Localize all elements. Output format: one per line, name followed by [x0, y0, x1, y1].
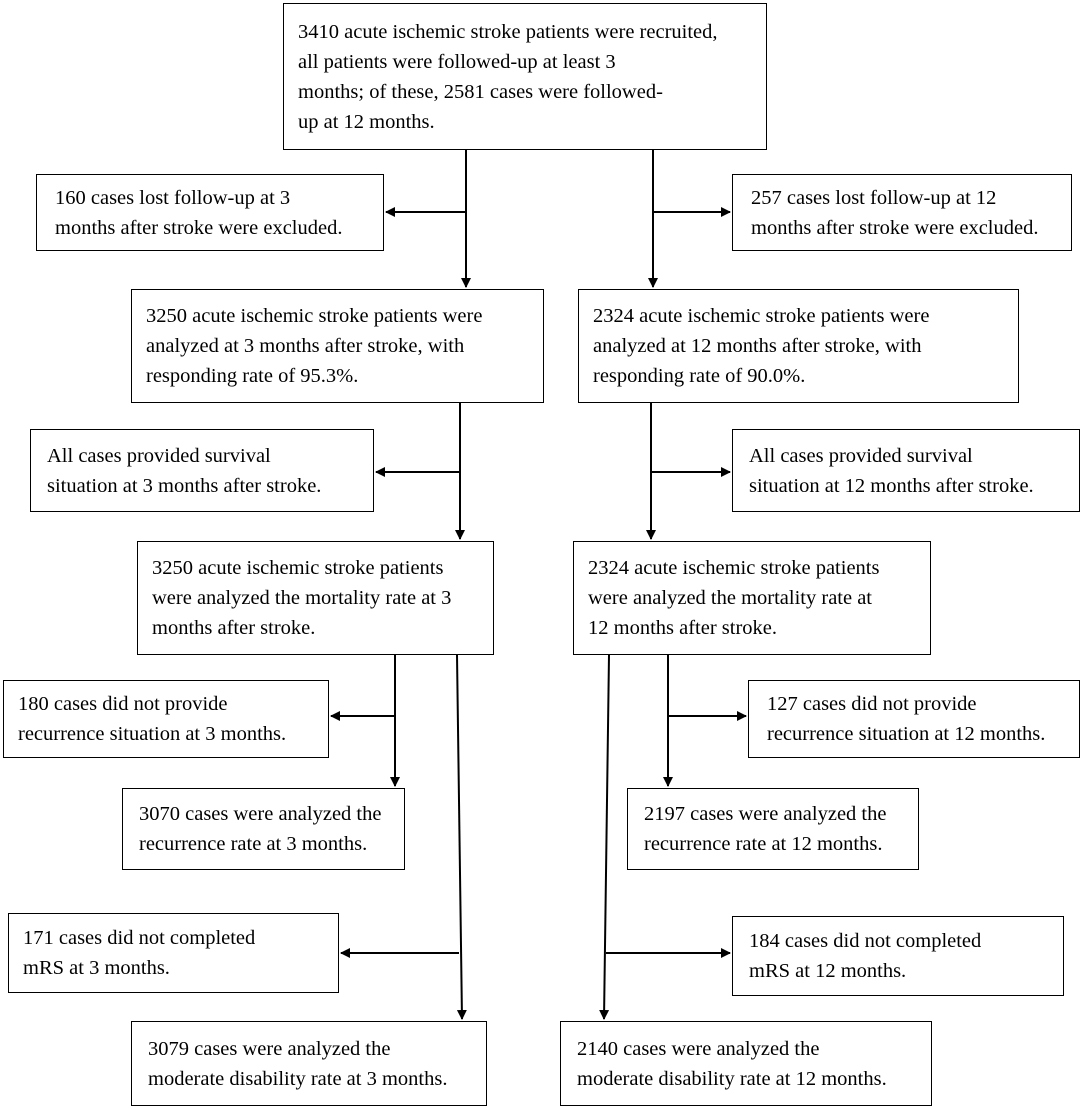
box-mortality-12m: 2324 acute ischemic stroke patients were… — [573, 541, 931, 655]
box-no-recurrence-3m: 180 cases did not provide recurrence sit… — [3, 680, 329, 758]
box-disability-12m: 2140 cases were analyzed the moderate di… — [560, 1021, 932, 1106]
box-no-recurrence-12m: 127 cases did not provide recurrence sit… — [748, 680, 1080, 758]
box-no-mrs-12m: 184 cases did not completed mRS at 12 mo… — [732, 916, 1064, 996]
box-survival-12m: All cases provided survival situation at… — [732, 429, 1080, 512]
box-no-recurrence-12m-text: 127 cases did not provide recurrence sit… — [767, 693, 1046, 745]
box-recruited: 3410 acute ischemic stroke patients were… — [283, 3, 767, 150]
box-lost-12m: 257 cases lost follow-up at 12 months af… — [732, 174, 1072, 251]
box-analyzed-12m: 2324 acute ischemic stroke patients were… — [578, 289, 1019, 403]
arrow-mortality-to-disability-3m — [456, 654, 467, 1020]
box-disability-3m-text: 3079 cases were analyzed the moderate di… — [148, 1037, 448, 1090]
box-lost-3m-text: 160 cases lost follow-up at 3 months aft… — [55, 186, 343, 239]
box-mortality-12m-text: 2324 acute ischemic stroke patients were… — [588, 557, 880, 639]
box-mortality-3m-text: 3250 acute ischemic stroke patients were… — [152, 557, 452, 639]
box-analyzed-3m-text: 3250 acute ischemic stroke patients were… — [146, 305, 483, 387]
box-no-recurrence-3m-text: 180 cases did not provide recurrence sit… — [18, 693, 287, 745]
box-survival-3m-text: All cases provided survival situation at… — [47, 444, 322, 497]
box-recurrence-12m: 2197 cases were analyzed the recurrence … — [627, 788, 919, 870]
box-mortality-3m: 3250 acute ischemic stroke patients were… — [137, 541, 494, 655]
box-no-mrs-3m: 171 cases did not completed mRS at 3 mon… — [8, 913, 339, 993]
box-survival-3m: All cases provided survival situation at… — [30, 429, 374, 512]
box-analyzed-12m-text: 2324 acute ischemic stroke patients were… — [593, 305, 930, 387]
box-analyzed-3m: 3250 acute ischemic stroke patients were… — [131, 289, 544, 403]
box-lost-12m-text: 257 cases lost follow-up at 12 months af… — [751, 186, 1039, 239]
box-recruited-text: 3410 acute ischemic stroke patients were… — [298, 20, 718, 133]
box-no-mrs-12m-text: 184 cases did not completed mRS at 12 mo… — [749, 930, 982, 982]
arrow-mortality-to-disability-12m — [599, 654, 610, 1020]
box-recurrence-3m: 3070 cases were analyzed the recurrence … — [122, 788, 405, 870]
box-disability-12m-text: 2140 cases were analyzed the moderate di… — [577, 1037, 887, 1090]
box-lost-3m: 160 cases lost follow-up at 3 months aft… — [36, 174, 384, 251]
box-survival-12m-text: All cases provided survival situation at… — [749, 444, 1034, 497]
box-disability-3m: 3079 cases were analyzed the moderate di… — [131, 1021, 487, 1106]
box-recurrence-12m-text: 2197 cases were analyzed the recurrence … — [644, 803, 887, 855]
box-no-mrs-3m-text: 171 cases did not completed mRS at 3 mon… — [23, 927, 256, 979]
box-recurrence-3m-text: 3070 cases were analyzed the recurrence … — [139, 803, 382, 855]
